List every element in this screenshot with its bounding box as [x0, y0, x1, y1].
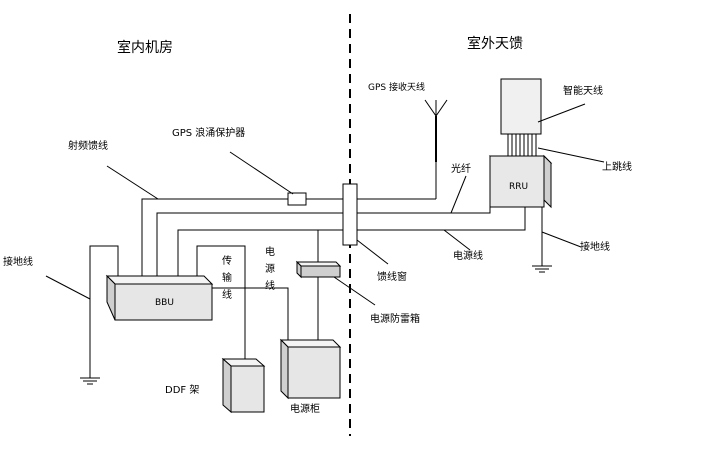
- trans-label-3: 线: [222, 288, 232, 301]
- power-line-leader: [443, 229, 471, 251]
- smart-antenna-leader: [537, 103, 586, 123]
- power-cabinet-label: 电源柜: [290, 402, 320, 415]
- power-cable-rru: [317, 207, 526, 262]
- smart-antenna: [500, 78, 542, 158]
- fiber-cable: [156, 200, 491, 276]
- gps-surge-label: GPS 浪涌保护器: [172, 126, 245, 139]
- feeder-window-leader: [356, 239, 389, 265]
- power-arrester-label: 电源防雷箱: [370, 312, 420, 325]
- outdoor-ground-leader: [541, 231, 582, 248]
- cabinet-power-line: [210, 287, 289, 343]
- ground-indoor-label: 接地线: [3, 255, 33, 268]
- gps-surge-leader: [229, 151, 294, 195]
- transmission-line: [196, 245, 246, 359]
- power-line-outdoor-label: 电源线: [453, 249, 483, 262]
- jumper-label: 上跳线: [602, 160, 632, 173]
- ddf-rack: [221, 357, 266, 414]
- fiber-leader: [450, 175, 467, 214]
- bbu-power-line: [177, 229, 318, 276]
- rf-feeder-label: 射频馈线: [68, 139, 108, 152]
- rf-feeder-leader: [106, 165, 159, 200]
- ddf-label: DDF 架: [165, 384, 199, 396]
- bbu-box: [105, 274, 214, 321]
- power-label-1: 电: [265, 245, 275, 258]
- trans-label-1: 传: [222, 255, 232, 267]
- power-arrester-box: [295, 260, 342, 279]
- gps-antenna-label: GPS 接收天线: [368, 81, 425, 93]
- fiber-label: 光纤: [451, 162, 471, 175]
- indoor-ground-leader: [45, 275, 91, 300]
- power-arrester-leader: [333, 276, 376, 306]
- gps-antenna-icon: [424, 99, 448, 162]
- rru-box: [488, 154, 553, 209]
- jumper-leader: [537, 147, 605, 163]
- outdoor-title: 室外天馈: [467, 35, 523, 52]
- smart-antenna-label: 智能天线: [563, 84, 603, 97]
- gps-cable: [141, 198, 288, 276]
- gps-surge-protector: [287, 192, 307, 206]
- bbu-label: BBU: [155, 298, 174, 308]
- power-label-2: 源: [265, 262, 275, 275]
- rru-label: RRU: [509, 182, 528, 192]
- feeder-window-label: 馈线窗: [377, 270, 407, 283]
- power-label-3: 线: [265, 279, 275, 292]
- outdoor-ground-icon: [532, 265, 552, 273]
- indoor-ground-line: [89, 245, 119, 378]
- indoor-ground-icon: [80, 377, 100, 385]
- feeder-window: [342, 183, 358, 246]
- indoor-title: 室内机房: [117, 39, 173, 56]
- power-cabinet: [279, 338, 342, 400]
- ground-outdoor-label: 接地线: [580, 240, 610, 253]
- trans-label-2: 输: [222, 271, 232, 284]
